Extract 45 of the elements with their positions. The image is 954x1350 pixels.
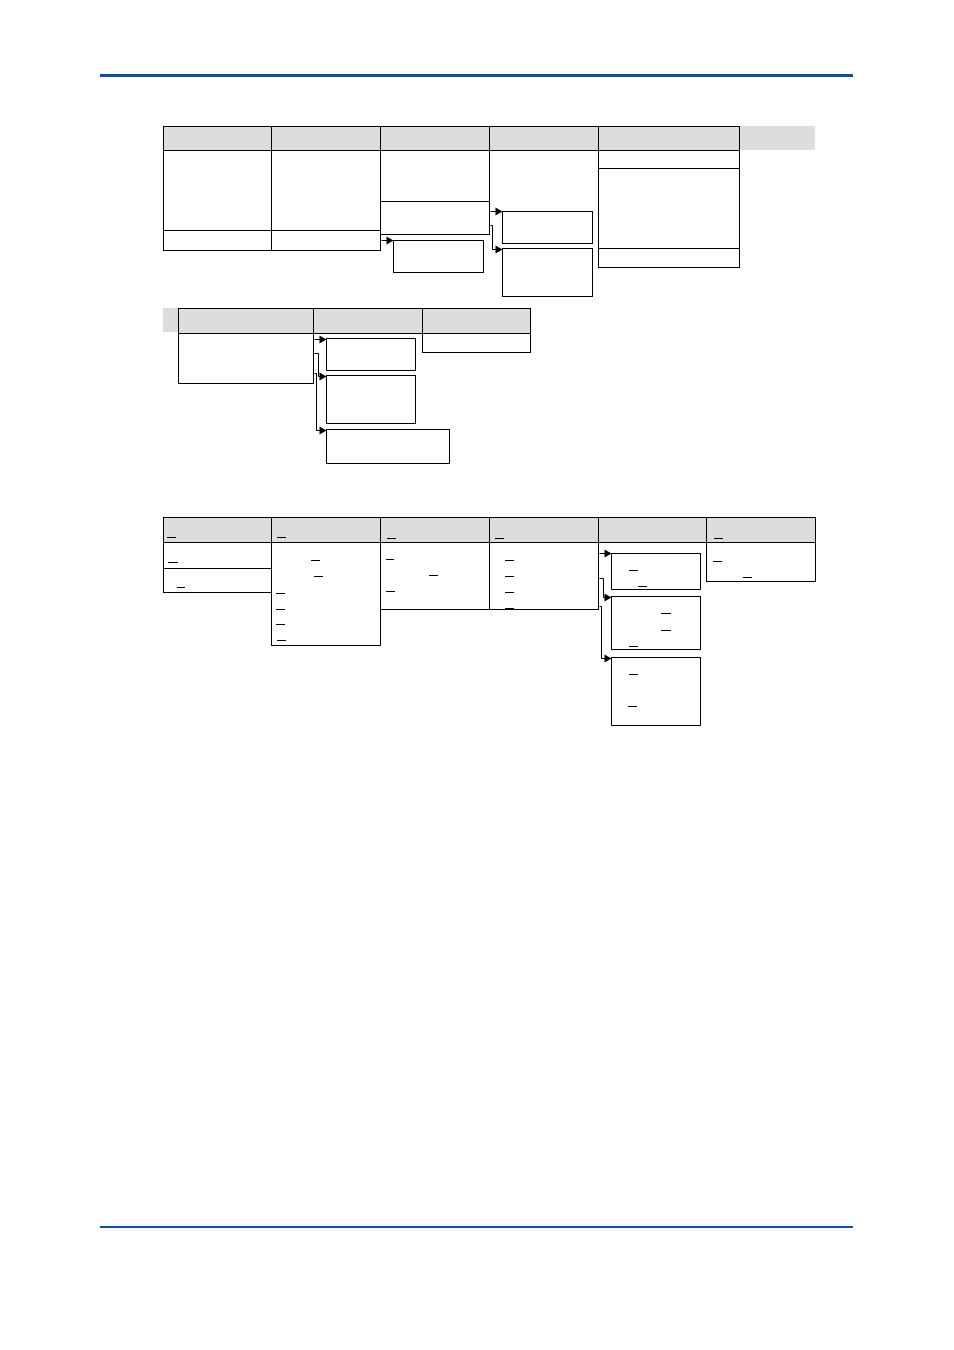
submenu-panel [502, 248, 593, 297]
menu-panel [422, 333, 531, 353]
arrow [490, 225, 503, 254]
column-header [422, 308, 531, 334]
arrow [314, 335, 327, 344]
column-header [380, 517, 490, 543]
column-header [313, 308, 423, 334]
column-header [380, 126, 490, 151]
menu-panel [598, 150, 740, 169]
shaded-band [740, 126, 815, 150]
arrow [599, 549, 612, 558]
column-header [598, 517, 707, 543]
menu-panel [706, 542, 816, 582]
submenu-panel [611, 596, 701, 650]
submenu-panel [326, 375, 416, 424]
menu-panel [380, 201, 490, 235]
column-header [163, 517, 272, 543]
column-header [489, 517, 599, 543]
arrow [599, 578, 612, 602]
column-header [598, 126, 740, 151]
column-header [271, 126, 381, 151]
submenu-panel [611, 553, 701, 590]
submenu-panel [502, 211, 593, 244]
submenu-panel [611, 657, 701, 726]
menu-panel [598, 248, 740, 268]
arrow [314, 373, 327, 435]
menu-panel [598, 168, 740, 249]
column-header [163, 126, 272, 151]
column-header [706, 517, 816, 543]
menu-panel [178, 333, 314, 384]
column-header [178, 308, 314, 334]
submenu-panel [326, 338, 416, 371]
menu-panel [163, 568, 272, 593]
column-header [271, 517, 381, 543]
arrow [599, 606, 612, 663]
menu-panel [163, 230, 272, 251]
shaded-band [163, 308, 178, 332]
column-header [489, 126, 599, 151]
submenu-panel [393, 240, 484, 273]
arrow [490, 207, 503, 216]
menu-panel [489, 542, 599, 610]
arrow [381, 236, 394, 245]
arrow [314, 353, 327, 381]
submenu-panel [326, 429, 450, 464]
menu-panel [271, 150, 381, 231]
